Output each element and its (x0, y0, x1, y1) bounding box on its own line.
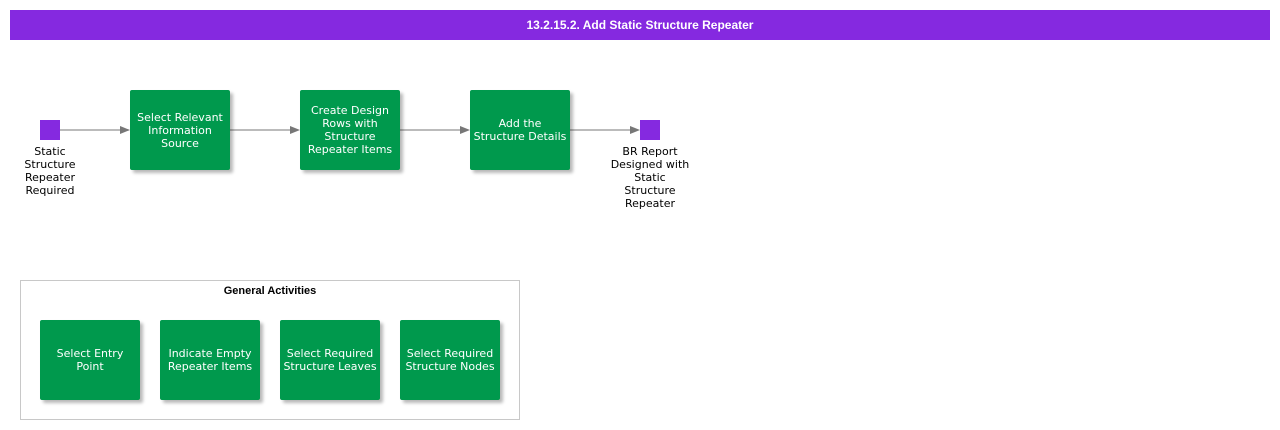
general-activities-group (20, 280, 520, 420)
general-select-required-structure-leaves[interactable]: Select Required Structure Leaves (280, 320, 380, 400)
general-select-entry-point[interactable]: Select Entry Point (40, 320, 140, 400)
step-select-relevant-information-source[interactable]: Select Relevant Information Source (130, 90, 230, 170)
general-indicate-empty-repeater-items[interactable]: Indicate Empty Repeater Items (160, 320, 260, 400)
step-create-design-rows[interactable]: Create Design Rows with Structure Repeat… (300, 90, 400, 170)
start-event[interactable] (40, 120, 60, 140)
diagram-title: 13.2.15.2. Add Static Structure Repeater (10, 10, 1270, 40)
general-select-required-structure-nodes[interactable]: Select Required Structure Nodes (400, 320, 500, 400)
start-event-label: Static Structure Repeater Required (24, 145, 76, 197)
general-activities-title: General Activities (223, 285, 317, 297)
end-event-label: BR Report Designed with Static Structure… (610, 145, 690, 210)
step-add-structure-details[interactable]: Add the Structure Details (470, 90, 570, 170)
end-event[interactable] (640, 120, 660, 140)
